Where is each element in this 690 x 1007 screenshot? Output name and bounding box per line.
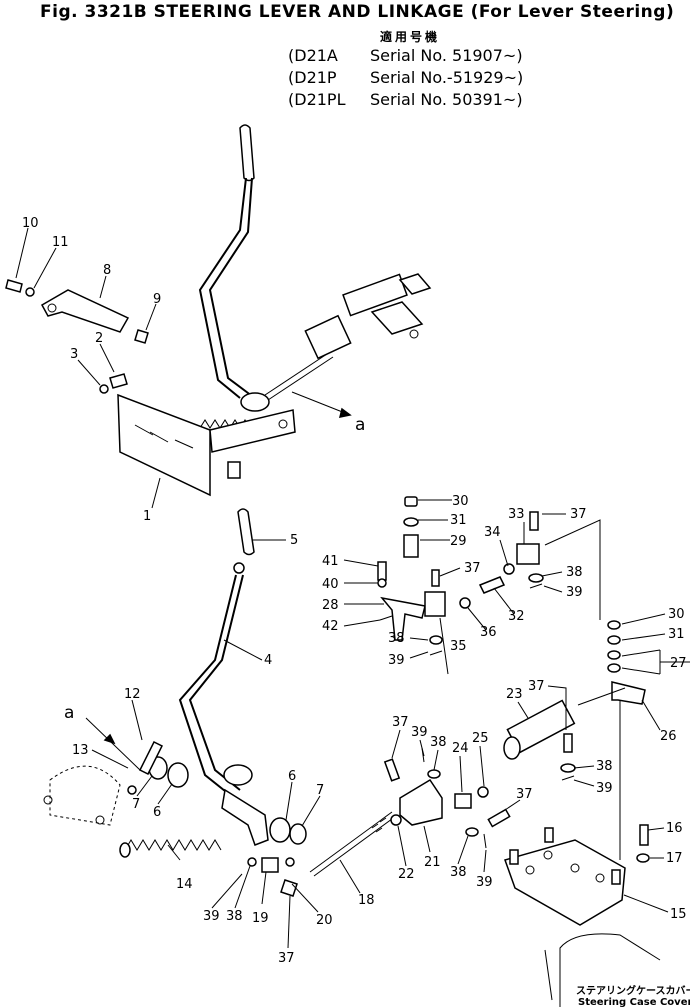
callout: 37 — [392, 715, 409, 730]
model-name: (D21P — [288, 68, 337, 87]
upper-linkage-parts — [377, 496, 601, 656]
leader-lines — [15, 227, 690, 949]
callout: 4 — [264, 653, 272, 668]
cylinder-and-bracket — [383, 620, 661, 1007]
upper-lever-assembly — [5, 124, 432, 497]
callout: 15 — [670, 907, 687, 922]
callout: 9 — [153, 292, 161, 307]
callout: 39 — [476, 875, 493, 890]
callout: 39 — [203, 909, 220, 924]
callout: 37 — [528, 679, 545, 694]
serial-number: Serial No. 51907~) — [370, 46, 523, 65]
callout: 37 — [464, 561, 481, 576]
callout: 6 — [288, 769, 296, 784]
callout: 39 — [388, 653, 405, 668]
callout: 1 — [143, 509, 151, 524]
callout: 20 — [316, 913, 333, 928]
callout: 10 — [22, 216, 39, 231]
callout: 38 — [388, 631, 405, 646]
callout: 28 — [322, 598, 339, 613]
callout-labels: 10 11 8 9 2 3 a 1 5 4 a 12 13 7 6 6 7 14… — [22, 216, 690, 1007]
lower-lever-assembly — [43, 508, 397, 897]
applicable-models-label: 適用号機 — [380, 30, 441, 44]
callout: 39 — [411, 725, 428, 740]
callout: 35 — [450, 639, 467, 654]
callout: 3 — [70, 347, 78, 362]
callout: a — [355, 415, 365, 435]
callout: 37 — [516, 787, 533, 802]
serial-row: (D21P Serial No.-51929~) — [288, 68, 523, 87]
callout: 18 — [358, 893, 375, 908]
callout: 38 — [596, 759, 613, 774]
callout: 5 — [290, 533, 298, 548]
callout: 23 — [506, 687, 523, 702]
callout: 39 — [566, 585, 583, 600]
callout: 14 — [176, 877, 193, 892]
serial-number: Serial No.-51929~) — [370, 68, 524, 87]
model-name: (D21PL — [288, 90, 346, 109]
callout: 22 — [398, 867, 415, 882]
callout: a — [64, 703, 74, 723]
callout: 6 — [153, 805, 161, 820]
callout: 26 — [660, 729, 677, 744]
callout: 7 — [132, 797, 140, 812]
cover-caption-jp: ステアリングケースカバー — [576, 984, 690, 997]
callout: 24 — [452, 741, 469, 756]
callout: 2 — [95, 331, 103, 346]
callout: 36 — [480, 625, 497, 640]
figure-title: Fig. 3321B STEERING LEVER AND LINKAGE (F… — [40, 2, 675, 22]
callout: 19 — [252, 911, 269, 926]
callout: 33 — [508, 507, 525, 522]
callout: 11 — [52, 235, 69, 250]
callout: 7 — [316, 783, 324, 798]
callout: 27 — [670, 656, 687, 671]
callout: 17 — [666, 851, 683, 866]
callout: 31 — [668, 627, 685, 642]
callout: 37 — [278, 951, 295, 966]
model-name: (D21A — [288, 46, 338, 65]
callout: 30 — [668, 607, 685, 622]
callout: 41 — [322, 554, 339, 569]
callout: 34 — [484, 525, 501, 540]
callout: 38 — [566, 565, 583, 580]
cover-caption-en: Steering Case Cover — [578, 997, 690, 1007]
callout: 37 — [570, 507, 587, 522]
callout: 21 — [424, 855, 441, 870]
callout: 16 — [666, 821, 683, 836]
callout: 32 — [508, 609, 525, 624]
serial-number: Serial No. 50391~) — [370, 90, 523, 109]
serial-row: (D21A Serial No. 51907~) — [288, 46, 523, 65]
callout: 38 — [430, 735, 447, 750]
callout: 38 — [226, 909, 243, 924]
callout: 42 — [322, 619, 339, 634]
callout: 30 — [452, 494, 469, 509]
callout: 25 — [472, 731, 489, 746]
serial-row: (D21PL Serial No. 50391~) — [288, 90, 523, 109]
callout: 8 — [103, 263, 111, 278]
callout: 40 — [322, 577, 339, 592]
callout: 29 — [450, 534, 467, 549]
callout: 39 — [596, 781, 613, 796]
callout: 38 — [450, 865, 467, 880]
callout: 31 — [450, 513, 467, 528]
callout: 12 — [124, 687, 141, 702]
callout: 13 — [72, 743, 89, 758]
